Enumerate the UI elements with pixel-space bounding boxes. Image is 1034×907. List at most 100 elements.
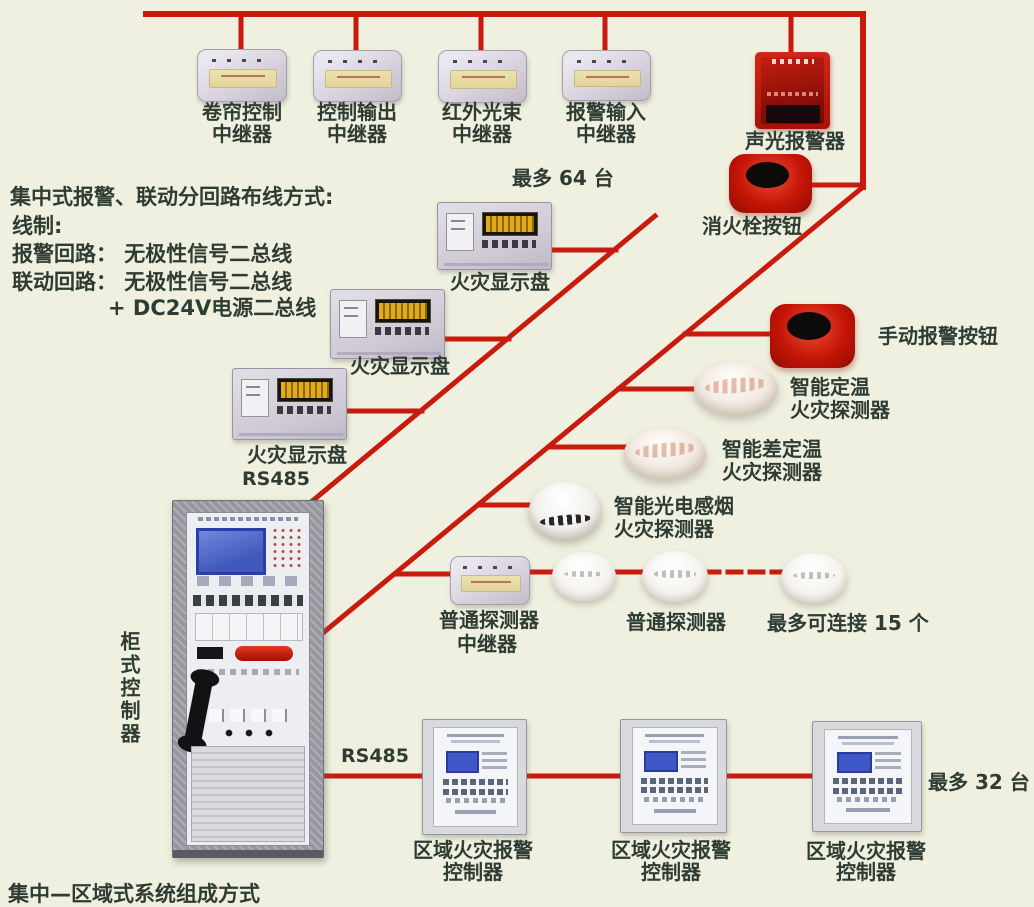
note-alarm-loop: 报警回路： 无极性信号二总线	[12, 242, 293, 266]
label-hydrant-button: 消火栓按钮	[702, 214, 802, 238]
module-label-plate	[450, 70, 517, 89]
label-module1-line2: 中继器	[212, 122, 272, 146]
module-label-plate	[574, 69, 641, 88]
label-regional-1-line2: 控制器	[443, 860, 503, 884]
cabinet-title-strip	[197, 517, 298, 521]
label-display-panel-1: 火灾显示盘	[450, 270, 550, 294]
detector-vents	[653, 570, 697, 578]
panel-window	[339, 300, 367, 338]
label-smoke-line2: 火灾探测器	[614, 517, 714, 541]
note-wire-type: 线制:	[12, 214, 63, 238]
relay-module-control-output	[313, 50, 402, 102]
hydrant-button-device	[729, 154, 812, 213]
label-regional-3-line1: 区域火灾报警	[806, 839, 926, 863]
module-indicator-dots	[212, 59, 272, 62]
controller-button-row	[640, 777, 709, 784]
ordinary-detector-2	[642, 551, 708, 602]
controller-base-line	[846, 808, 890, 813]
cabinet-controller-device	[172, 500, 324, 858]
panel-window	[446, 213, 474, 251]
controller-button-row	[833, 787, 903, 794]
controller-base-line	[454, 810, 497, 815]
label-module4-line2: 中继器	[576, 122, 636, 146]
controller-base-line	[653, 808, 696, 813]
module-indicator-dots	[576, 60, 637, 63]
label-regional-1-line1: 区域火灾报警	[413, 838, 533, 862]
controller-lcd	[836, 752, 872, 773]
button-glass	[787, 312, 832, 341]
label-ordinary-repeater-line1: 普通探测器	[439, 608, 539, 632]
note-linkage-loop: 联动回路： 无极性信号二总线	[12, 270, 293, 294]
photo-smoke-detector-device	[529, 482, 602, 539]
note-max-15: 最多可连接 15 个	[767, 611, 929, 635]
label-fixed-temp-line2: 火灾探测器	[790, 398, 890, 422]
panel-buttons	[375, 327, 429, 335]
regional-controller-2	[620, 719, 727, 833]
detector-vents	[539, 512, 592, 527]
label-display-panel-2: 火灾显示盘	[350, 354, 450, 378]
label-sound-light-alarm: 声光报警器	[745, 129, 845, 153]
bottom-caption: 集中—区域式系统组成方式	[8, 882, 260, 906]
controller-title-line	[837, 735, 899, 739]
panel-base	[444, 263, 548, 266]
cabinet-knobs	[219, 728, 279, 738]
cabinet-alarm-bar	[235, 646, 293, 661]
cabinet-switch-row	[209, 709, 293, 722]
controller-button-row	[445, 798, 506, 804]
loop-diagonal-panels	[306, 212, 659, 507]
fire-text-marks	[771, 58, 814, 64]
cabinet-lcd-screen	[196, 528, 266, 575]
label-module3-line2: 中继器	[452, 122, 512, 146]
module-label-plate	[461, 574, 521, 592]
ordinary-detector-repeater-device	[450, 556, 530, 605]
controller-lcd	[644, 750, 679, 773]
controller-face	[433, 726, 518, 827]
relay-module-alarm-input	[562, 50, 651, 101]
controller-button-row	[836, 797, 900, 803]
controller-button-row	[640, 787, 709, 794]
detector-vents	[792, 572, 836, 579]
cabinet-face	[182, 512, 310, 846]
sounder-window	[765, 105, 820, 123]
label-module4-line1: 报警输入	[566, 100, 646, 124]
label-smoke-line1: 智能光电感烟	[614, 494, 734, 518]
cabinet-key-grid	[195, 613, 303, 641]
label-module3-line1: 红外光束	[442, 100, 522, 124]
label-regional-3-line2: 控制器	[836, 860, 896, 884]
controller-indicators	[482, 751, 507, 769]
label-module1-line1: 卷帘控制	[202, 100, 282, 124]
note-max-32: 最多 32 台	[928, 770, 1030, 794]
controller-face	[823, 728, 913, 825]
controller-title-line	[446, 733, 505, 737]
controller-indicators	[874, 752, 901, 769]
cabinet-tag-row	[197, 576, 297, 586]
cabinet-text-row	[197, 669, 299, 675]
module-indicator-dots	[327, 60, 388, 63]
note-power-bus: + DC24V电源二总线	[108, 296, 317, 320]
relay-module-ir-beam	[438, 50, 527, 103]
panel-buttons	[277, 406, 331, 414]
panel-display	[482, 212, 538, 236]
fire-display-panel-3	[232, 368, 347, 440]
fire-display-panel-2	[330, 289, 445, 359]
detector-markings	[634, 440, 696, 461]
loop-diagonal-detectors	[314, 183, 867, 641]
label-manual-call-point: 手动报警按钮	[878, 324, 998, 348]
rate-fixed-temp-detector-device	[624, 428, 706, 479]
label-regional-2-line1: 区域火灾报警	[611, 838, 731, 862]
ordinary-detector-3	[781, 553, 847, 603]
panel-window	[241, 379, 269, 417]
panel-display	[375, 299, 431, 323]
label-module2-line2: 中继器	[327, 122, 387, 146]
controller-title-line	[645, 733, 704, 737]
panel-buttons	[482, 240, 536, 248]
cabinet-base	[173, 850, 323, 858]
label-fixed-temp-line1: 智能定温	[790, 375, 870, 399]
label-module2-line1: 控制输出	[317, 100, 397, 124]
controller-button-row	[644, 797, 705, 803]
cabinet-louver-panel	[191, 746, 305, 842]
sound-light-alarm-device	[755, 52, 830, 129]
module-indicator-dots	[463, 566, 517, 569]
regional-controller-3	[812, 721, 922, 832]
